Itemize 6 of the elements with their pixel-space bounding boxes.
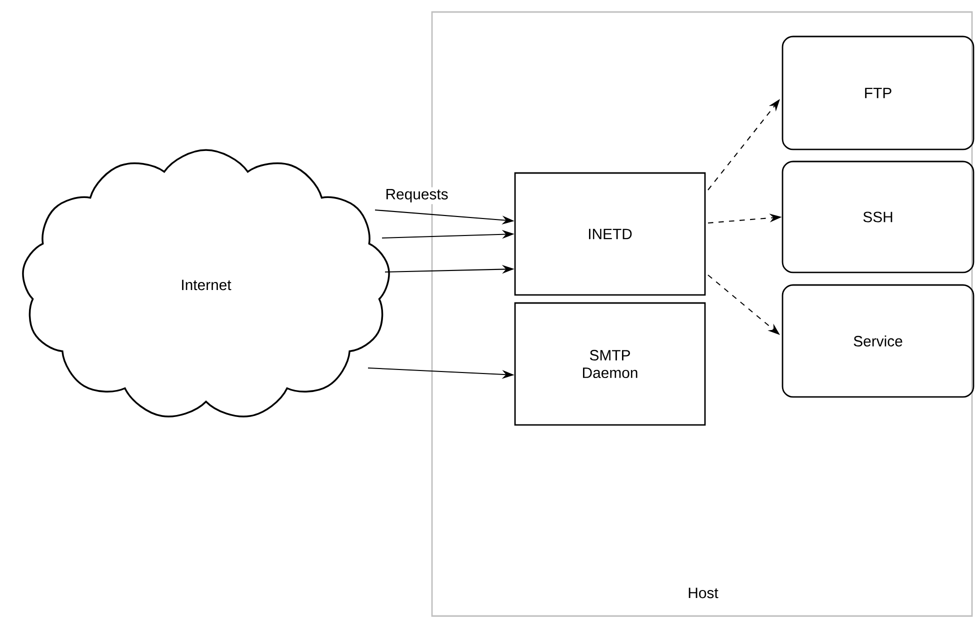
service-box: Service bbox=[782, 284, 974, 398]
service-box: FTP bbox=[782, 36, 974, 150]
edge-label: Requests bbox=[384, 187, 450, 204]
process-box: INETD bbox=[514, 172, 706, 296]
process-box: SMTP Daemon bbox=[514, 302, 706, 426]
service-box: SSH bbox=[782, 160, 974, 274]
